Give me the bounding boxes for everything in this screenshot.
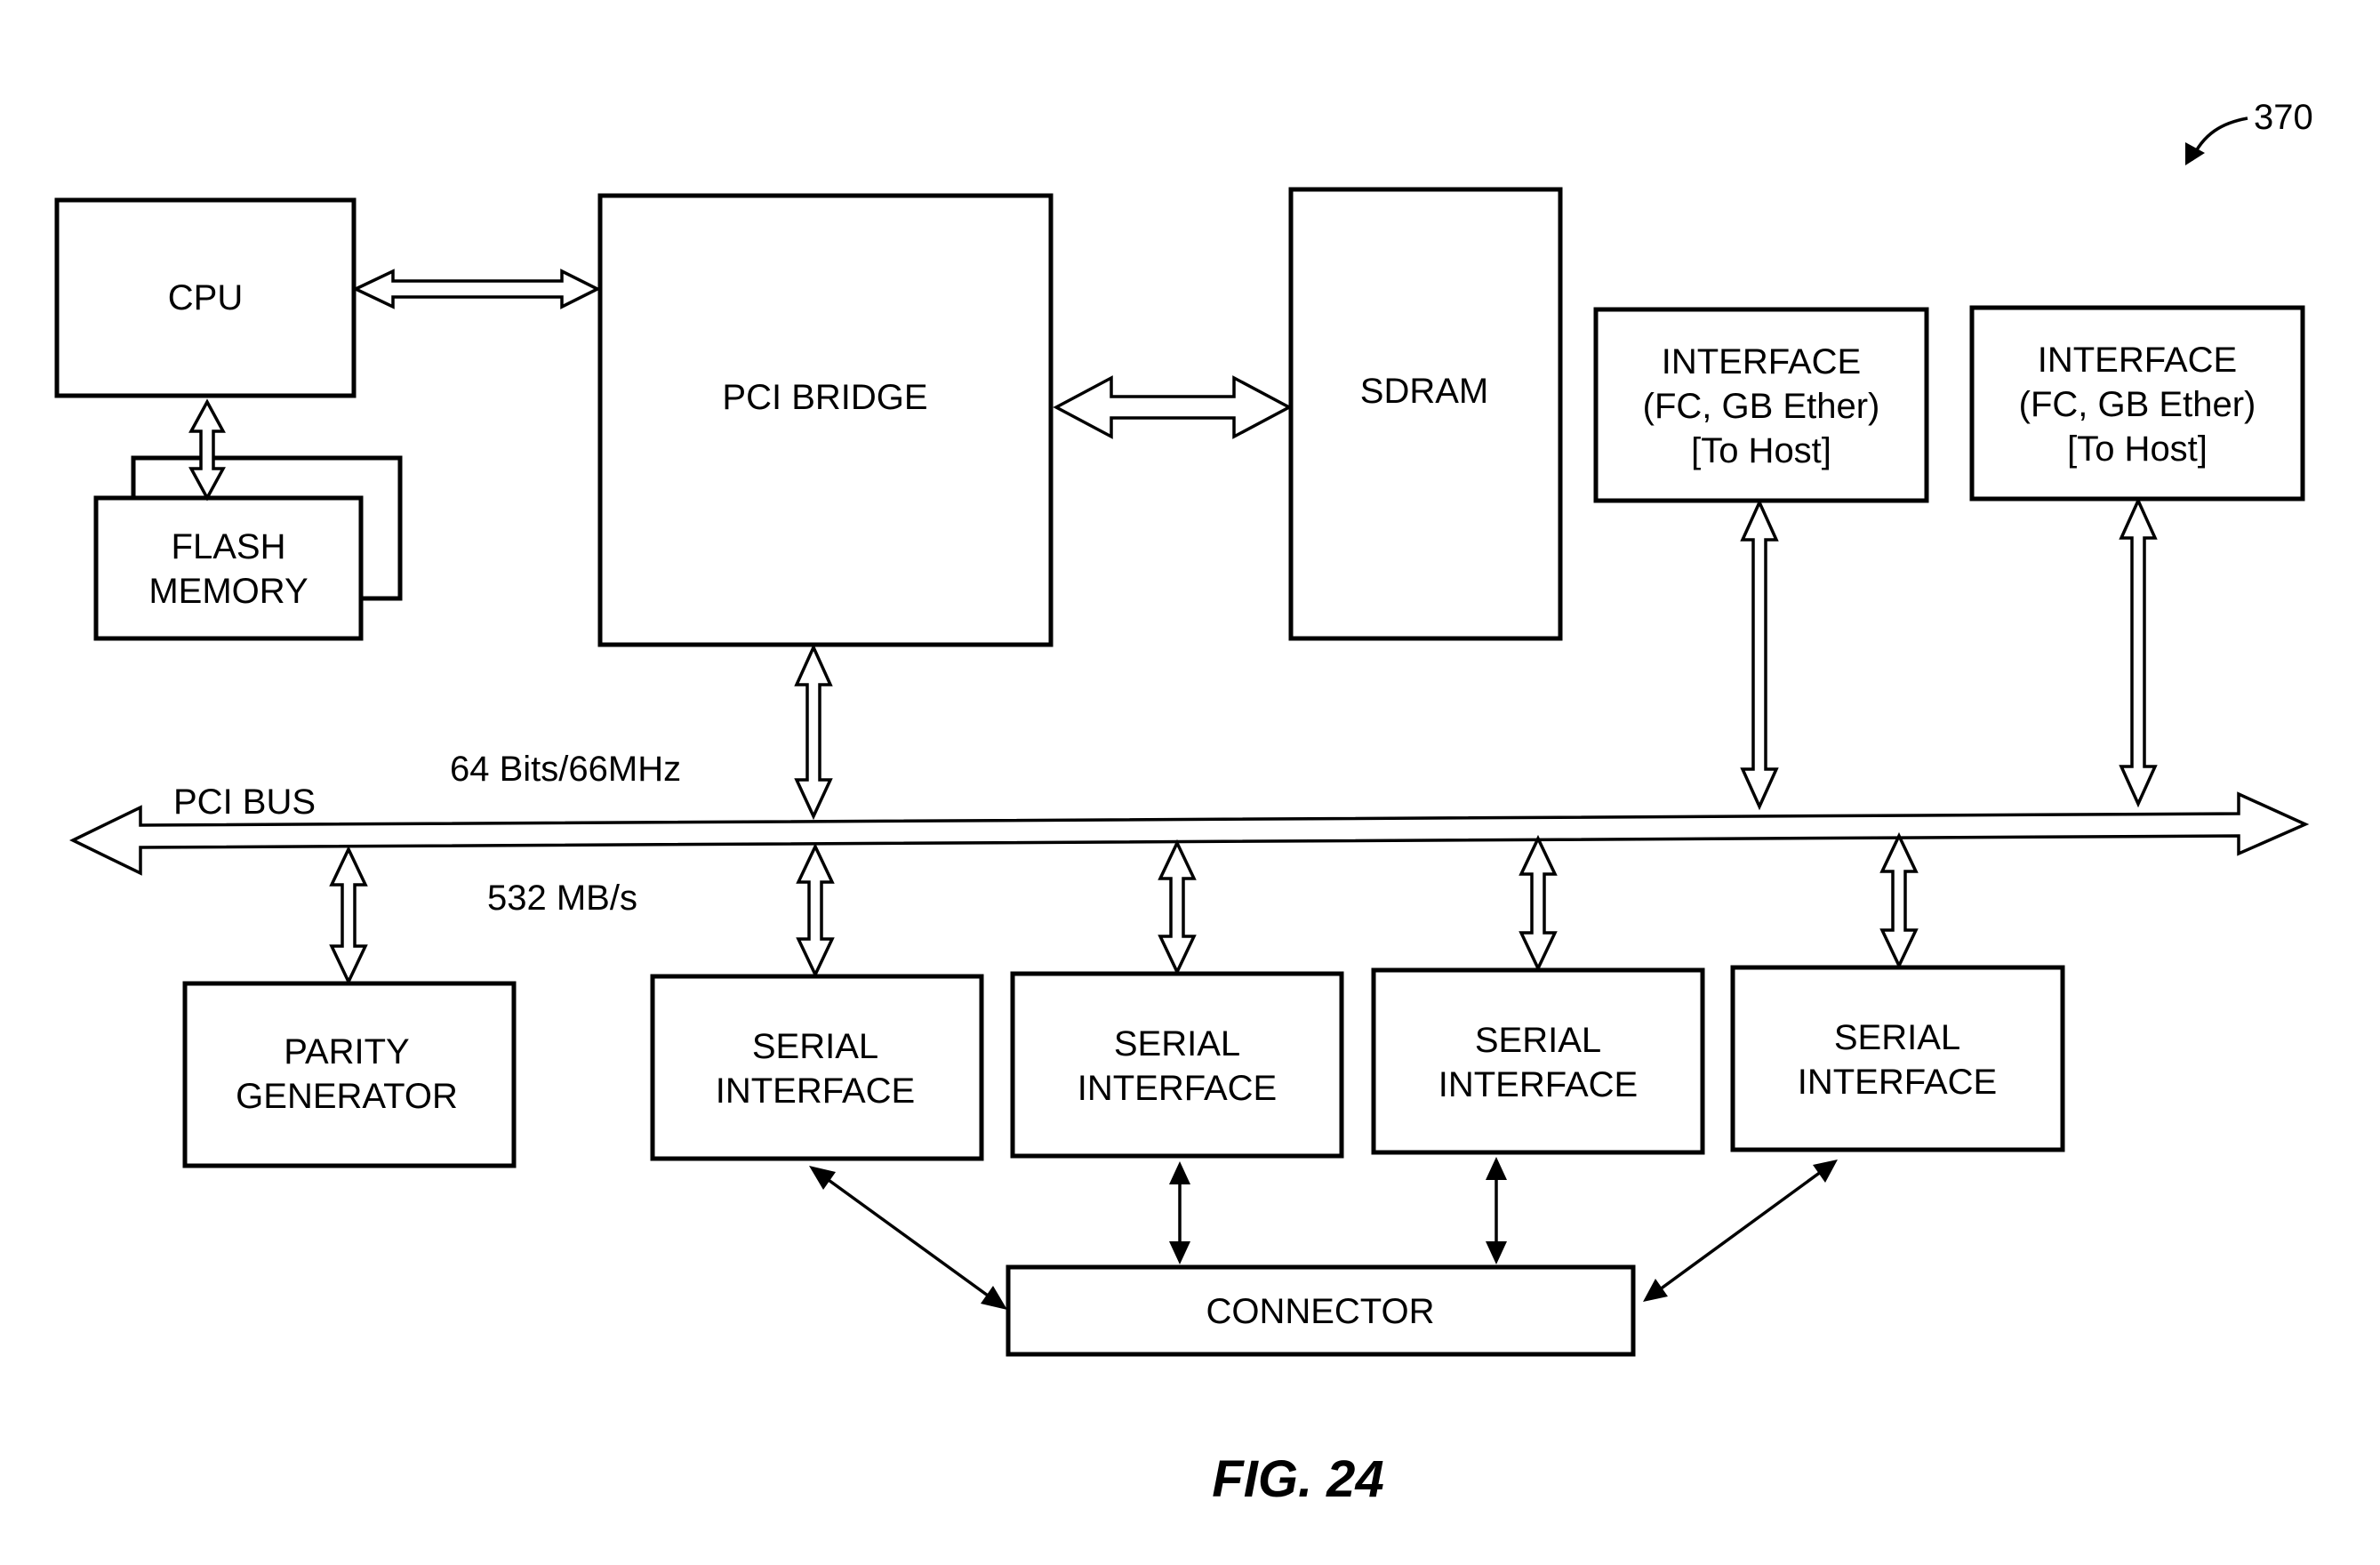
serial-interface-block-1: SERIAL INTERFACE — [650, 974, 984, 1161]
flash-memory-block: FLASH MEMORY — [93, 455, 403, 641]
serial-interface-2-line2: INTERFACE — [1078, 1069, 1277, 1108]
serial-interface-4-line1: SERIAL — [1834, 1018, 1960, 1057]
connector-block: CONNECTOR — [1006, 1264, 1636, 1357]
serial-interface-2-line1: SERIAL — [1114, 1024, 1240, 1063]
cpu-block: CPU — [54, 197, 357, 398]
parity-generator-line2: GENERATOR — [236, 1077, 458, 1116]
host-interface-2-line1: INTERFACE — [2038, 341, 2237, 380]
serial-interface-4-line2: INTERFACE — [1798, 1063, 1997, 1102]
connector-label: CONNECTOR — [1206, 1292, 1434, 1331]
pci-bus-width-label: 64 Bits/66MHz — [450, 750, 681, 789]
bus-parity-link-arrow — [329, 845, 368, 986]
bus-serial-3-link-arrow — [1519, 834, 1558, 973]
serial-interface-3-line2: INTERFACE — [1438, 1065, 1638, 1104]
pci-bridge-label: PCI BRIDGE — [722, 378, 927, 417]
sdram-label: SDRAM — [1360, 372, 1488, 411]
reference-numeral: 370 — [2254, 98, 2313, 137]
pci-bus-rate-label: 532 MB/s — [487, 879, 637, 918]
pci-bus-label: PCI BUS — [173, 782, 316, 822]
parity-generator-line1: PARITY — [284, 1032, 410, 1071]
pci-bus-arrow — [69, 791, 2310, 876]
serial-interface-1-line2: INTERFACE — [716, 1071, 915, 1111]
cpu-flash-link-arrow — [188, 398, 226, 502]
pci-bridge-block: PCI BRIDGE — [597, 193, 1054, 647]
bus-serial-2-link-arrow — [1158, 839, 1197, 976]
serial-interface-block-2: SERIAL INTERFACE — [1010, 971, 1344, 1159]
serial-interface-1-line1: SERIAL — [752, 1027, 878, 1066]
figure-caption: FIG. 24 — [1212, 1450, 1383, 1508]
serial-4-connector-link — [1643, 1160, 1838, 1302]
host-interface-2-line3: [To Host] — [2067, 429, 2208, 469]
bus-serial-1-link-arrow — [796, 842, 835, 979]
flash-memory-label-line1: FLASH — [172, 527, 286, 566]
cpu-label: CPU — [168, 278, 243, 317]
parity-generator-block: PARITY GENERATOR — [182, 981, 517, 1168]
flash-memory-label-line2: MEMORY — [148, 572, 308, 611]
bus-serial-4-link-arrow — [1879, 831, 1919, 970]
serial-2-connector-link — [1169, 1161, 1190, 1264]
host-interface-block-1: INTERFACE (FC, GB Ether) [To Host] — [1593, 307, 1929, 503]
serial-1-connector-link — [809, 1166, 1007, 1310]
host-interface-1-bus-link-arrow — [1740, 498, 1779, 811]
sdram-block: SDRAM — [1288, 187, 1563, 641]
cpu-bridge-link-arrow — [351, 269, 601, 309]
host-interface-1-line2: (FC, GB Ether) — [1643, 387, 1880, 426]
serial-interface-block-4: SERIAL INTERFACE — [1730, 965, 2065, 1152]
host-interface-2-line2: (FC, GB Ether) — [2019, 385, 2256, 424]
serial-interface-block-3: SERIAL INTERFACE — [1371, 967, 1705, 1155]
host-interface-2-bus-link-arrow — [2119, 496, 2158, 808]
host-interface-block-2: INTERFACE (FC, GB Ether) [To Host] — [1969, 305, 2305, 502]
host-interface-1-line3: [To Host] — [1691, 431, 1831, 470]
host-interface-1-line1: INTERFACE — [1662, 342, 1861, 381]
bridge-sdram-link-arrow — [1053, 375, 1293, 439]
reference-leader-arrowhead — [2185, 142, 2205, 165]
serial-3-connector-link — [1486, 1157, 1507, 1264]
serial-interface-3-line1: SERIAL — [1475, 1021, 1601, 1060]
bridge-bus-link-arrow — [794, 643, 833, 821]
